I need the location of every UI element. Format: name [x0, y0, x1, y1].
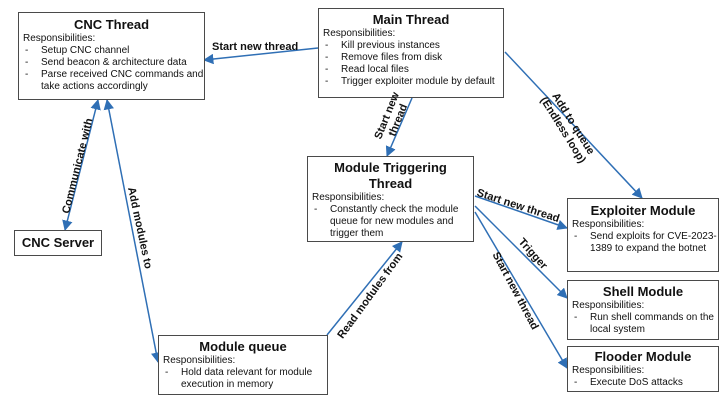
list-item: Send exploits for CVE-2023-1389 to expan… — [568, 231, 718, 255]
cnc-thread-resp-label: Responsibilities: — [23, 33, 96, 44]
list-item: Run shell commands on the local system — [568, 312, 718, 336]
module-queue-title: Module queue — [199, 339, 287, 354]
main-thread-title: Main Thread — [372, 12, 450, 27]
exploiter-module-box: Exploiter Module Responsibilities: Send … — [567, 198, 719, 272]
cnc-server-box: CNC Server — [14, 230, 102, 256]
edge-label-main-to-cnc: Start new thread — [212, 41, 299, 53]
module-trigger-title-line1: Module Triggering — [334, 160, 447, 175]
main-thread-items: Kill previous instances Remove files fro… — [319, 40, 503, 88]
list-item: Hold data relevant for module execution … — [159, 367, 327, 391]
main-thread-box: Main Thread Responsibilities: Kill previ… — [318, 8, 504, 98]
flooder-items: Execute DoS attacks — [568, 377, 718, 389]
edge-trigger-to-flooder — [474, 211, 568, 369]
module-trigger-resp-label: Responsibilities: — [312, 192, 385, 203]
edge-trigger-to-exploiter — [474, 195, 568, 230]
module-trigger-box: Module Triggering Thread Responsibilitie… — [307, 156, 474, 242]
list-item: Parse received CNC commands and take act… — [19, 69, 204, 93]
shell-module-box: Shell Module Responsibilities: Run shell… — [567, 280, 719, 340]
cnc-thread-box: CNC Thread Responsibilities: Setup CNC c… — [18, 12, 205, 100]
edge-main-to-cnc-thread — [202, 47, 319, 65]
module-queue-resp-label: Responsibilities: — [163, 355, 236, 366]
edge-cnc-thread-to-module-queue — [103, 98, 162, 364]
shell-items: Run shell commands on the local system — [568, 312, 718, 336]
edge-trigger-to-shell — [474, 205, 568, 299]
edge-cnc-thread-cnc-server — [62, 98, 101, 232]
shell-module-title: Shell Module — [602, 284, 684, 299]
edge-main-to-module-trigger — [385, 97, 413, 157]
list-item: Read local files — [319, 64, 503, 76]
cnc-server-title: CNC Server — [21, 235, 95, 250]
list-item: Setup CNC channel — [19, 45, 204, 57]
edge-main-to-exploiter — [504, 51, 643, 199]
flooder-module-box: Flooder Module Responsibilities: Execute… — [567, 346, 719, 392]
flooder-resp-label: Responsibilities: — [572, 365, 645, 376]
exploiter-items: Send exploits for CVE-2023-1389 to expan… — [568, 231, 718, 255]
module-trigger-title-line2: Thread — [368, 176, 413, 191]
list-item: Send beacon & architecture data — [19, 57, 204, 69]
exploiter-module-title: Exploiter Module — [590, 203, 696, 218]
flooder-module-title: Flooder Module — [594, 349, 692, 364]
main-thread-resp-label: Responsibilities: — [323, 28, 396, 39]
list-item: Execute DoS attacks — [568, 377, 718, 389]
list-item: Constantly check the module queue for ne… — [308, 204, 473, 240]
module-queue-items: Hold data relevant for module execution … — [159, 367, 327, 391]
edge-queue-to-module-trigger — [326, 241, 403, 336]
list-item: Trigger exploiter module by default — [319, 76, 503, 88]
module-queue-box: Module queue Responsibilities: Hold data… — [158, 335, 328, 395]
shell-resp-label: Responsibilities: — [572, 300, 645, 311]
cnc-thread-items: Setup CNC channel Send beacon & architec… — [19, 45, 204, 93]
cnc-thread-title: CNC Thread — [73, 17, 150, 32]
list-item: Remove files from disk — [319, 52, 503, 64]
exploiter-resp-label: Responsibilities: — [572, 219, 645, 230]
module-trigger-items: Constantly check the module queue for ne… — [308, 204, 473, 240]
list-item: Kill previous instances — [319, 40, 503, 52]
